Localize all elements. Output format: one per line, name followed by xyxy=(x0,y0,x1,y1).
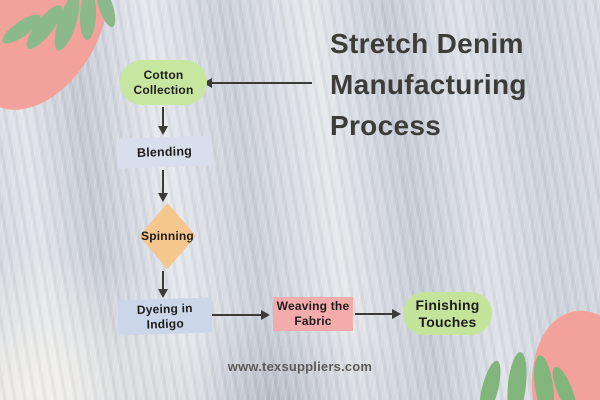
flow-node-finishing-touches: Finishing Touches xyxy=(403,292,492,335)
node-label-line: Cotton xyxy=(143,67,184,82)
node-label-line: Spinning xyxy=(141,229,194,243)
arrow-cotton-to-blending xyxy=(162,107,164,127)
flow-node-spinning: Spinning xyxy=(139,203,196,269)
arrow-blending-to-spinning xyxy=(162,170,164,194)
arrowhead-right-icon xyxy=(261,310,270,320)
node-label-line: Finishing xyxy=(415,296,480,313)
title-line-3: Process xyxy=(330,110,442,141)
arrow-spinning-to-dyeing xyxy=(162,271,164,290)
arrow-weaving-to-finishing xyxy=(355,313,393,315)
arrow-title-to-cotton xyxy=(210,82,312,84)
website-url: www.texsuppliers.com xyxy=(227,359,373,374)
node-label-line: Indigo xyxy=(146,315,185,332)
flow-node-blending: Blending xyxy=(116,135,213,169)
arrowhead-left-icon xyxy=(203,78,212,88)
arrow-dyeing-to-weaving xyxy=(206,314,262,316)
node-label-line: Weaving the xyxy=(276,299,350,313)
node-label-line: Blending xyxy=(136,144,193,160)
flow-node-cotton-collection: Cotton Collection xyxy=(120,60,207,105)
flow-node-weaving-the-fabric: Weaving the Fabric xyxy=(273,297,353,331)
node-label-line: Dyeing in xyxy=(136,300,193,317)
leaf-icon xyxy=(475,358,505,400)
leaf-icon xyxy=(504,351,530,400)
page-title: Stretch Denim Manufacturing Process xyxy=(330,23,527,146)
node-label-line: Touches xyxy=(418,313,477,330)
arrowhead-down-icon xyxy=(158,193,168,202)
title-line-1: Stretch Denim xyxy=(330,28,524,59)
node-label-line: Collection xyxy=(133,82,194,97)
arrowhead-right-icon xyxy=(392,309,401,319)
arrowhead-down-icon xyxy=(158,126,168,135)
title-line-2: Manufacturing xyxy=(330,69,527,100)
flow-node-dyeing-in-indigo: Dyeing in Indigo xyxy=(117,297,213,336)
node-label-line: Fabric xyxy=(294,314,332,328)
arrowhead-down-icon xyxy=(158,289,168,298)
